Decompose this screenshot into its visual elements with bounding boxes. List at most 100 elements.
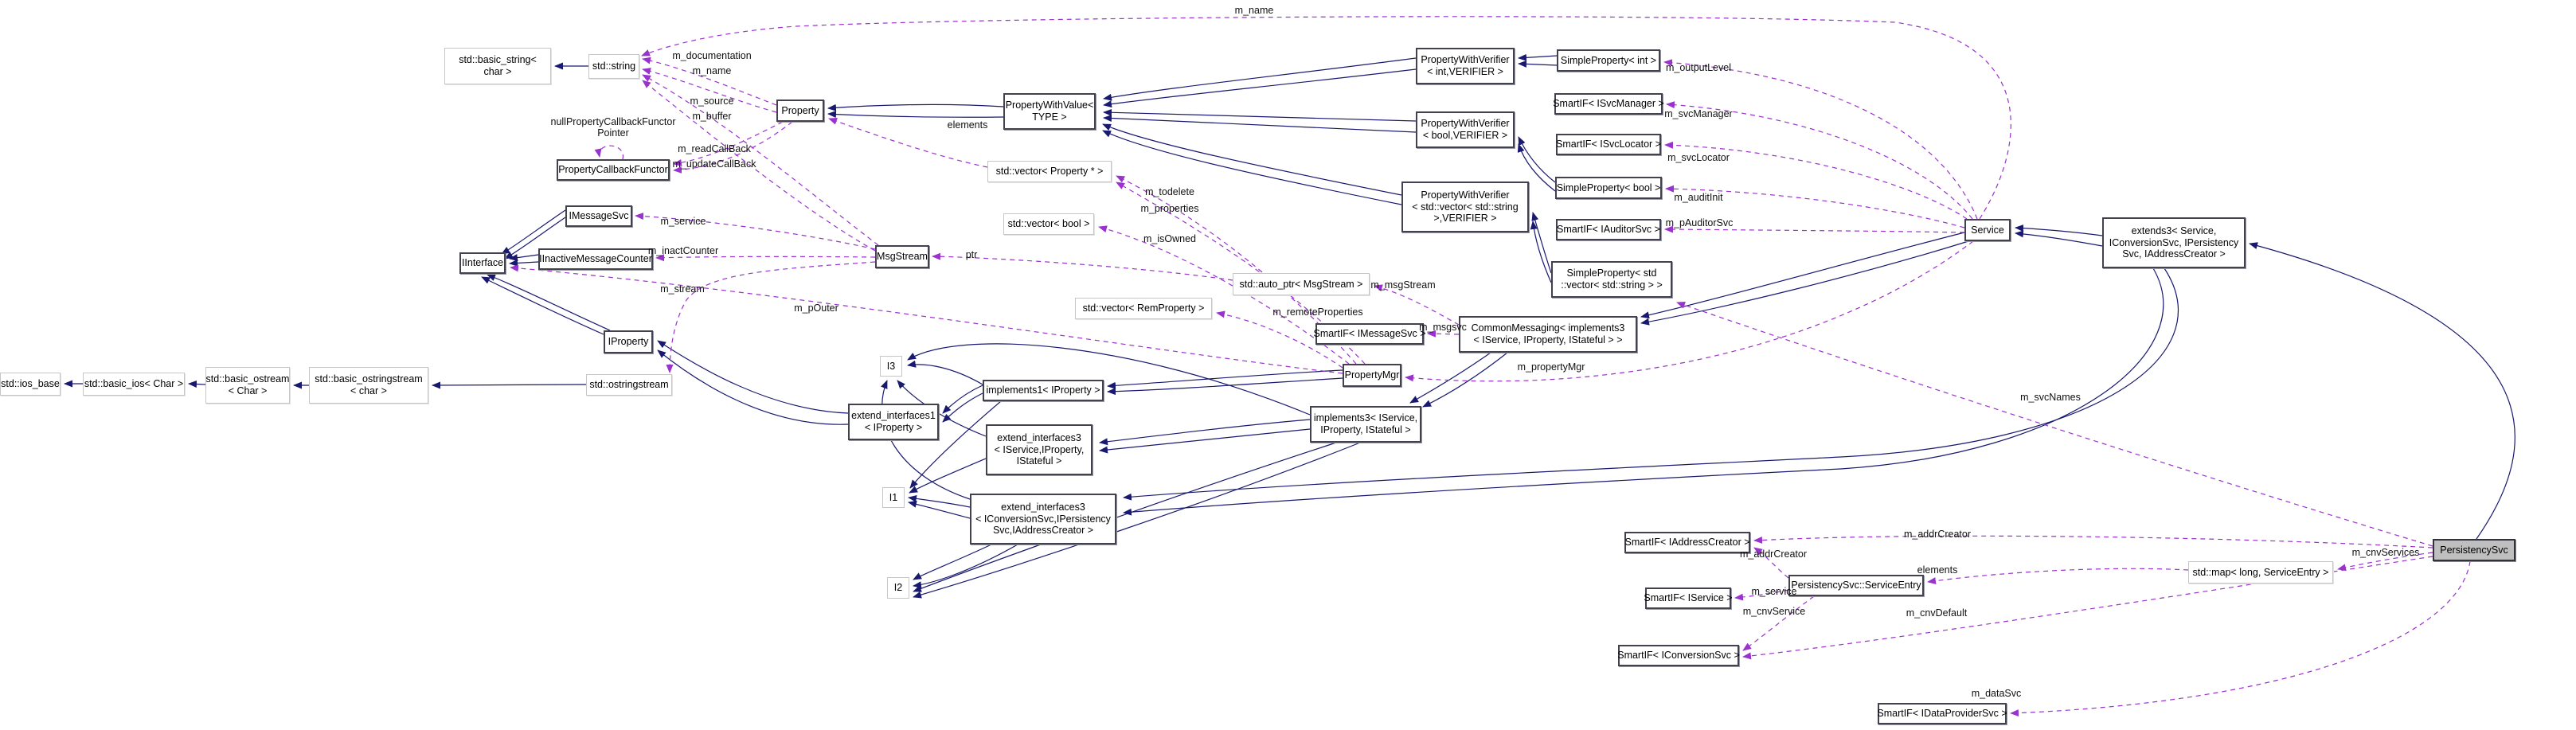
edge-e16 xyxy=(1640,240,1969,326)
class-node-pwv_int[interactable]: PropertyWithVerifier < int,VERIFIER > xyxy=(1416,48,1515,84)
edge-label-d_svcmgr: m_svcManager xyxy=(1664,108,1733,119)
class-node-pwv_vec[interactable]: PropertyWithVerifier < std::vector< std:… xyxy=(1401,182,1529,232)
edge-label-d_doc: m_documentation xyxy=(672,50,752,61)
class-node-basic_ostream[interactable]: std::basic_ostream < Char > xyxy=(205,367,290,404)
edge-label-d_outlvl: m_outputLevel xyxy=(1665,62,1732,73)
edge-e20 xyxy=(1422,352,1508,408)
class-node-basic_ios[interactable]: std::basic_ios< Char > xyxy=(83,373,185,396)
edge-d_cnvsvc xyxy=(1742,595,1815,651)
class-node-i3[interactable]: I3 xyxy=(880,356,902,377)
edge-e5 xyxy=(1102,123,1402,196)
edge-e8 xyxy=(1530,221,1552,283)
edge-d_svcmgr xyxy=(1666,101,1973,220)
class-node-implements1[interactable]: implements1< IProperty > xyxy=(983,380,1104,401)
edge-e24 xyxy=(657,340,849,414)
edge-e6 xyxy=(1518,53,1558,61)
edge-label-d_elem_m: elements xyxy=(1917,564,1958,576)
edge-label-d_remote: m_remoteProperties xyxy=(1272,306,1363,318)
edge-d_cnvsvcs xyxy=(2337,552,2433,572)
class-node-vec_prop[interactable]: std::vector< Property * > xyxy=(987,161,1112,182)
class-node-string[interactable]: std::string xyxy=(588,54,639,79)
class-node-auto_ptr[interactable]: std::auto_ptr< MsgStream > xyxy=(1233,273,1370,295)
class-node-smartif_icnv[interactable]: SmartIF< IConversionSvc > xyxy=(1617,645,1740,666)
edge-e22 xyxy=(1107,377,1343,396)
class-node-sp_bool[interactable]: SimpleProperty< bool > xyxy=(1555,177,1662,199)
edge-label-d_isowned: m_isOwned xyxy=(1143,233,1196,244)
class-node-pcf[interactable]: PropertyCallbackFunctor xyxy=(557,159,670,181)
class-node-map_svcentry[interactable]: std::map< long, ServiceEntry > xyxy=(2188,561,2333,584)
class-node-iproperty[interactable]: IProperty xyxy=(604,330,653,353)
class-node-smartif_imsgsvc[interactable]: SmartIF< IMessageSvc > xyxy=(1313,323,1426,345)
edge-d_stream xyxy=(666,261,876,373)
class-node-ext_if3_cnv[interactable]: extend_interfaces3 < IConversionSvc,IPer… xyxy=(970,494,1116,545)
class-node-ios_base[interactable]: std::ios_base xyxy=(0,373,61,396)
class-node-smartif_svcmgr[interactable]: SmartIF< ISvcManager > xyxy=(1553,93,1664,115)
class-node-basic_ostringstream[interactable]: std::basic_ostringstream < char > xyxy=(309,367,428,404)
edge-d_pouter xyxy=(510,264,1343,374)
edge-label-d_cnvsvcs: m_cnvServices xyxy=(2351,547,2420,558)
edge-e17 xyxy=(2015,230,2103,247)
class-node-i2[interactable]: I2 xyxy=(887,577,909,599)
class-node-extends3[interactable]: extends3< Service, IConversionSvc, IPers… xyxy=(2102,217,2246,268)
edge-d_buffer xyxy=(642,80,876,252)
class-node-smartif_idata[interactable]: SmartIF< IDataProviderSvc > xyxy=(1877,703,2007,724)
edge-d_datasvc xyxy=(2010,560,2471,717)
class-node-iinterface[interactable]: IInterface xyxy=(459,252,506,274)
edge-e27 xyxy=(881,380,971,500)
class-node-property[interactable]: Property xyxy=(776,100,824,122)
class-node-basic_string[interactable]: std::basic_string< char > xyxy=(444,48,551,84)
class-node-smartif_auditor[interactable]: SmartIF< IAuditorSvc > xyxy=(1556,219,1661,240)
edge-label-d_mservice: m_service xyxy=(660,216,706,227)
edge-d_addr_b xyxy=(1753,547,1789,579)
class-node-smartif_isvc[interactable]: SmartIF< IService > xyxy=(1644,588,1733,609)
edge-e10 xyxy=(509,259,539,267)
edge-e3 xyxy=(1103,57,1417,101)
class-node-ostringstream[interactable]: std::ostringstream xyxy=(586,374,672,396)
edge-e10 xyxy=(509,254,539,262)
class-node-smartif_svcloc[interactable]: SmartIF< ISvcLocator > xyxy=(1556,134,1661,155)
edge-label-d_serv_e: m_service xyxy=(1751,586,1797,597)
edge-e11 xyxy=(487,274,611,331)
class-node-implements3[interactable]: implements3< IService, IProperty, IState… xyxy=(1310,406,1421,443)
edge-e19 xyxy=(1123,267,2164,516)
edge-d_pauditor xyxy=(1664,225,1965,233)
class-node-vec_bool[interactable]: std::vector< bool > xyxy=(1003,213,1094,235)
edge-d_outlvl xyxy=(1663,59,1978,220)
edge-label-d_source: m_source xyxy=(690,96,734,107)
edge-label-d_datasvc: m_dataSvc xyxy=(1971,688,2022,699)
class-node-iinactive[interactable]: IInactiveMessageCounter xyxy=(538,248,653,270)
edge-d_ptr xyxy=(932,252,1233,281)
edge-e23 xyxy=(942,392,983,423)
class-node-persistencysvc[interactable]: PersistencySvc xyxy=(2433,539,2515,561)
class-node-sp_int[interactable]: SimpleProperty< int > xyxy=(1557,49,1660,72)
class-node-msgstream[interactable]: MsgStream xyxy=(875,245,929,268)
class-node-svcentry[interactable]: PersistencySvc::ServiceEntry xyxy=(1788,575,1924,596)
class-node-i1[interactable]: I1 xyxy=(882,487,905,508)
edge-label-d_elem_p: elements xyxy=(947,119,988,131)
class-node-ext_if1[interactable]: extend_interfaces1 < IProperty > xyxy=(848,404,939,440)
edge-e4 xyxy=(1103,114,1417,133)
class-node-ext_if3_svc[interactable]: extend_interfaces3 < IService,IProperty,… xyxy=(986,424,1093,475)
class-node-sp_vec[interactable]: SimpleProperty< std ::vector< std::strin… xyxy=(1551,261,1672,298)
class-node-commonmsg[interactable]: CommonMessaging< implements3 < IService,… xyxy=(1459,316,1637,353)
edge-e20 xyxy=(1409,352,1491,404)
edge-e6 xyxy=(1518,60,1558,68)
edge-e3 xyxy=(1103,68,1417,108)
edge-d_elem_m xyxy=(1927,568,2189,585)
class-node-propertymgr[interactable]: PropertyMgr xyxy=(1343,364,1401,387)
class-node-pwv_bool[interactable]: PropertyWithVerifier < bool,VERIFIER > xyxy=(1416,111,1515,148)
edge-e7 xyxy=(1517,143,1556,192)
edge-d_msgstream xyxy=(1374,284,1460,326)
edge-e11 xyxy=(481,276,604,335)
class-node-pwvalue[interactable]: PropertyWithValue< TYPE > xyxy=(1003,93,1096,130)
edge-label-d_buffer: m_buffer xyxy=(692,111,732,122)
class-node-vec_rem[interactable]: std::vector< RemProperty > xyxy=(1075,298,1212,319)
edge-e4 xyxy=(1103,108,1417,122)
edge-label-d_cnvdef: m_cnvDefault xyxy=(1906,607,1968,619)
class-node-service[interactable]: Service xyxy=(1964,219,2011,241)
class-node-imessagesvc[interactable]: IMessageSvc xyxy=(565,205,632,227)
edge-label-d_msgsvc: m_msgsvc xyxy=(1419,322,1467,333)
edge-e32 xyxy=(913,544,992,580)
class-node-smartif_addr[interactable]: SmartIF< IAddressCreator > xyxy=(1624,532,1750,553)
